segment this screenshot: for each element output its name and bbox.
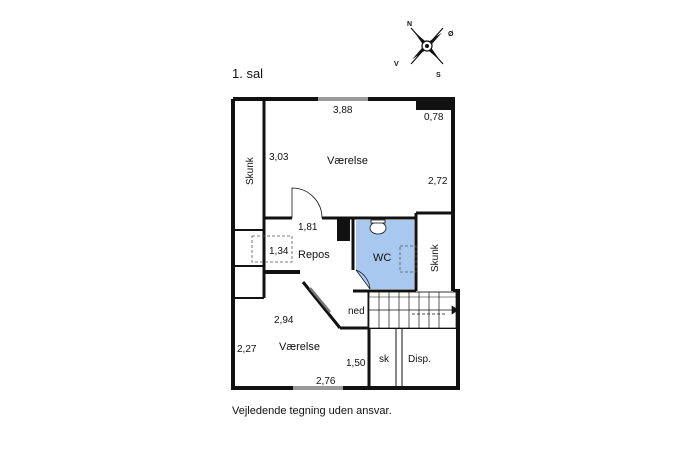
dim-top-width: 3,88 xyxy=(333,105,353,116)
toilet-icon xyxy=(369,219,387,235)
compass-west-label: V xyxy=(394,61,399,68)
dim-top-right-height: 2,72 xyxy=(428,176,448,187)
dim-bottom-width: 2,76 xyxy=(316,376,336,387)
outer-walls xyxy=(231,97,460,390)
disclaimer-caption: Vejledende tegning uden ansvar. xyxy=(232,405,392,417)
interior-walls xyxy=(233,99,458,388)
dim-bottom-depth: 2,94 xyxy=(274,315,294,326)
window-top xyxy=(318,97,368,101)
compass-north-label: N xyxy=(407,21,412,28)
door-swing-top xyxy=(291,187,323,219)
dim-bottom-middle: 1,50 xyxy=(346,358,366,369)
compass-east-label: Ø xyxy=(448,31,454,38)
wc-floor xyxy=(356,220,414,289)
dim-bottom-left-height: 2,27 xyxy=(237,344,257,355)
room-label-top: Værelse xyxy=(327,155,368,167)
staircase xyxy=(368,291,459,329)
dim-top-left-height: 3,03 xyxy=(269,152,289,163)
corner-column xyxy=(416,99,453,110)
dim-hall-left: 1,34 xyxy=(269,246,289,257)
compass-south-label: S xyxy=(436,72,441,79)
hatch-outline xyxy=(251,235,293,263)
compass-rose-icon: N Ø S V xyxy=(394,21,454,79)
floor-title: 1. sal xyxy=(232,66,263,81)
closet-label: sk xyxy=(379,354,390,365)
wc-door-swing xyxy=(355,269,371,290)
cupboard-label: Disp. xyxy=(408,354,431,365)
dim-top-corner: 0,78 xyxy=(424,112,444,123)
room-label-bottom: Værelse xyxy=(279,341,320,353)
storage-label-left: Skunk xyxy=(245,156,256,185)
chimney-block xyxy=(337,218,350,241)
window-bottom xyxy=(293,386,343,390)
room-label-wc: WC xyxy=(373,252,391,264)
door-swing-bottom xyxy=(309,287,331,313)
stairs-label: ned xyxy=(348,306,365,317)
dim-door-gap: 1,81 xyxy=(298,222,318,233)
storage-label-right: Skunk xyxy=(430,243,441,272)
shower-area xyxy=(399,245,417,273)
room-label-hall: Repos xyxy=(298,249,330,261)
